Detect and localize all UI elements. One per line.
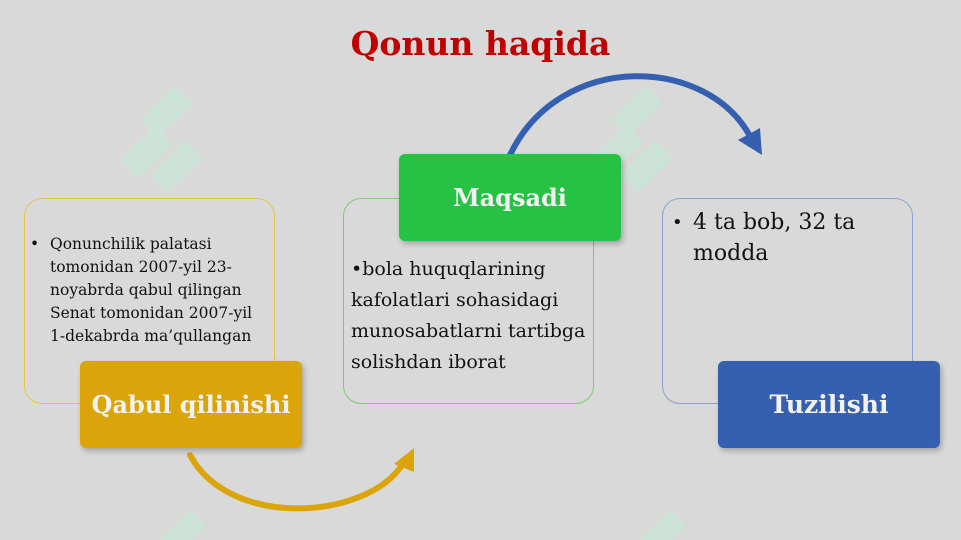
label-tuzilishi: Tuzilishi: [718, 361, 940, 448]
arrow-maqsadi-to-tuzilishi: [507, 73, 762, 158]
page-title: Qonun haqida: [350, 24, 611, 63]
bullet: •: [30, 235, 40, 253]
label-qabul-qilinishi: Qabul qilinishi: [80, 361, 302, 448]
card-qabul-description: Qonunchilik palatasi tomonidan 2007-yil …: [50, 235, 253, 345]
bullet: •: [351, 258, 363, 280]
label-maqsadi: Maqsadi: [399, 154, 621, 241]
card-qabul-text: • Qonunchilik palatasi tomonidan 2007-yi…: [30, 233, 266, 348]
card-maqsadi-text: •bola huquqlarining kafolatlari sohasida…: [351, 254, 587, 378]
card-maqsadi-description: bola huquqlarining kafolatlari sohasidag…: [351, 258, 586, 373]
card-tuzilishi-text: • 4 ta bob, 32 ta modda: [672, 207, 904, 269]
arrow-qabul-to-maqsadi: [187, 448, 414, 512]
card-tuzilishi-description: 4 ta bob, 32 ta modda: [693, 210, 856, 266]
bullet: •: [672, 212, 683, 233]
